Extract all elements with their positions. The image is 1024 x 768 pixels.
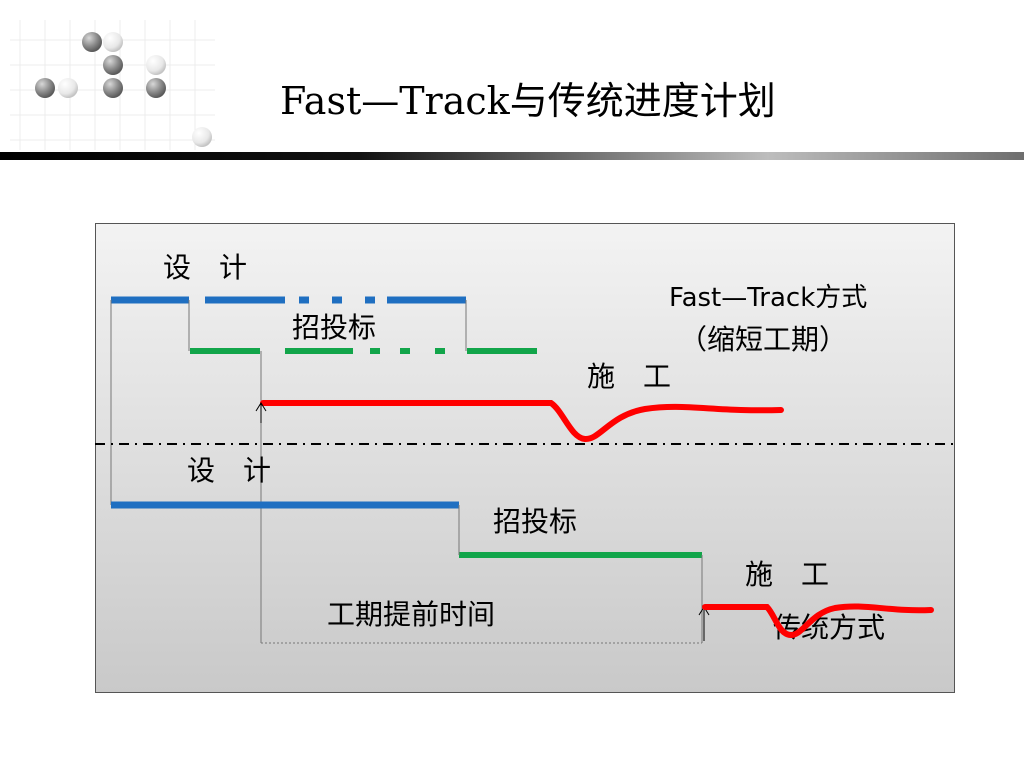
traditional-method-label: 传统方式 [773,611,885,644]
fast-track-method-label: Fast—Track方式 [669,283,867,313]
title-divider [0,152,1024,160]
fast-track-method-note: （缩短工期） [679,323,847,356]
fast-track-connectors [110,300,467,643]
fast-track-construction-bar [260,400,784,442]
traditional-connectors [261,505,703,644]
fast-track-start-arrow-icon [255,402,267,423]
schedule-diagram: 设 计 招投标 施 工 Fast—Track方式 （缩短工期） 设 计 招投标 [95,223,955,693]
traditional-design-label: 设 计 [187,454,271,487]
traditional-bid-label: 招投标 [493,505,577,538]
traditional-construction-bar [702,603,934,639]
fast-track-design-label: 设 计 [163,251,247,284]
logo-go-stones-icon [10,20,215,150]
traditional-construction-label: 施 工 [745,558,829,591]
time-saved-label: 工期提前时间 [327,598,495,631]
fast-track-construction-label: 施 工 [587,360,671,393]
slide-title: Fast—Track与传统进度计划 [280,79,776,123]
fast-track-bid-label: 招投标 [292,311,376,344]
